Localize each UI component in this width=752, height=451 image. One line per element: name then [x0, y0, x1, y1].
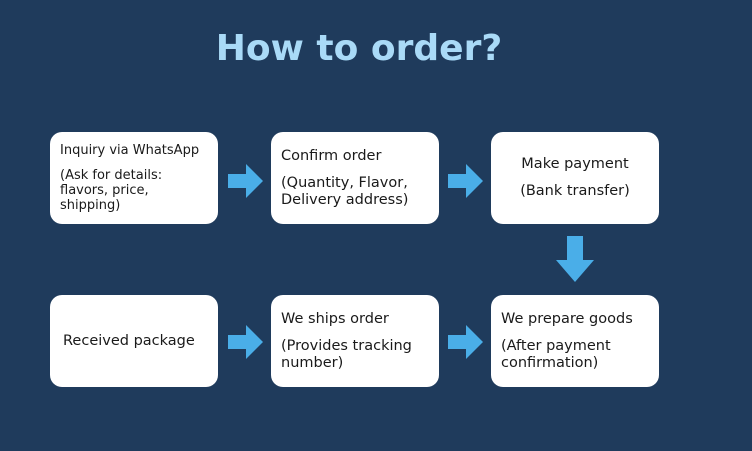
step-detail: (Provides tracking number): [281, 337, 412, 371]
arrow-right-icon: [228, 164, 263, 198]
step-confirm-order: Confirm order (Quantity, Flavor, Deliver…: [271, 132, 439, 224]
step-heading: Make payment: [521, 156, 629, 172]
step-heading: Received package: [63, 332, 195, 349]
page-title: How to order?: [215, 28, 503, 69]
step-heading: Inquiry via WhatsApp: [60, 143, 200, 158]
step-detail: (Quantity, Flavor, Delivery address): [281, 174, 409, 208]
step-heading: We prepare goods: [501, 310, 633, 327]
step-detail: (After payment confirmation): [501, 337, 611, 371]
step-inquiry: Inquiry via WhatsApp (Ask for details: f…: [50, 132, 218, 224]
arrow-left-icon: [448, 325, 483, 359]
arrow-right-icon: [448, 164, 483, 198]
step-detail: (Bank transfer): [520, 183, 630, 199]
step-ship-order: We ships order (Provides tracking number…: [271, 295, 439, 387]
arrow-left-icon: [228, 325, 263, 359]
step-heading: We ships order: [281, 310, 389, 327]
arrow-down-icon: [556, 236, 594, 282]
step-make-payment: Make payment (Bank transfer): [491, 132, 659, 224]
step-detail: (Ask for details: flavors, price, shippi…: [60, 168, 163, 213]
step-prepare-goods: We prepare goods (After payment confirma…: [491, 295, 659, 387]
step-heading: Confirm order: [281, 147, 382, 164]
step-received-package: Received package: [50, 295, 218, 387]
